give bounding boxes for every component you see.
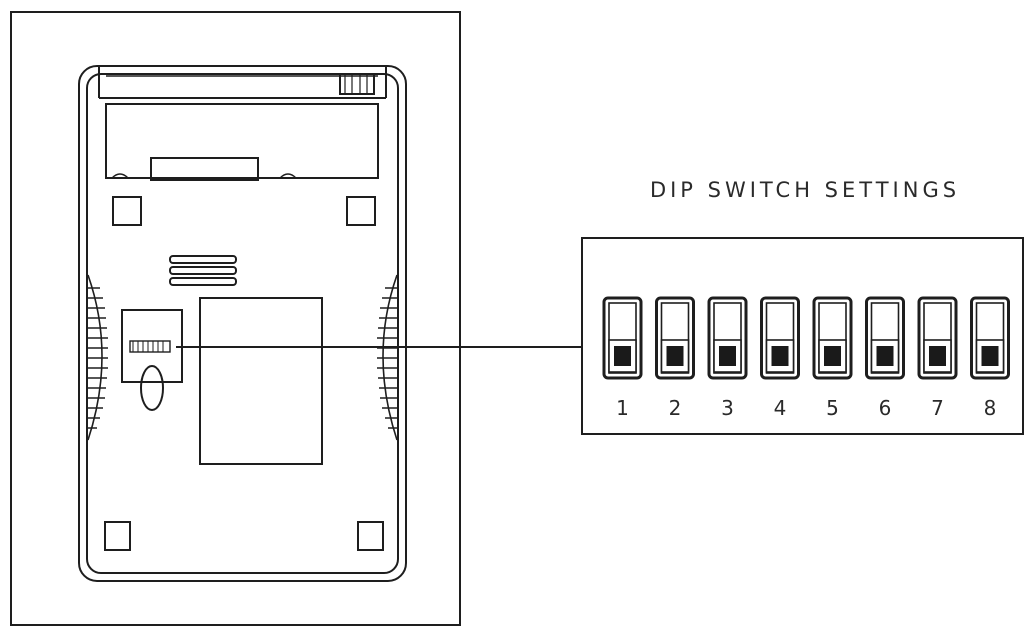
- dip-switch-label-4: 4: [773, 396, 787, 420]
- dip-switch-label-5: 5: [826, 396, 839, 420]
- device-frame: [10, 11, 461, 626]
- dip-switch-knob: [719, 346, 736, 366]
- device-outline: [78, 65, 407, 582]
- connector-slot: [150, 157, 259, 181]
- label-area: [199, 297, 323, 465]
- foot-top-right: [346, 196, 376, 226]
- foot-top-left: [112, 196, 142, 226]
- dip-switch-knob: [929, 346, 946, 366]
- dip-switch-label-6: 6: [878, 396, 892, 420]
- left-grip: [87, 274, 108, 441]
- device-body: [78, 65, 407, 582]
- dip-switch-bank: [602, 296, 1010, 380]
- dip-switch-7: [917, 296, 958, 380]
- dip-switch-8: [970, 296, 1010, 380]
- vent-slots: [169, 255, 237, 286]
- dip-switch-label-1: 1: [616, 396, 629, 420]
- dip-switch-6: [865, 296, 905, 380]
- latch: [339, 73, 375, 95]
- diagram-title: DIP SWITCH SETTINGS: [649, 178, 961, 202]
- dip-switch-2: [655, 296, 695, 380]
- foot-bottom-right: [357, 521, 384, 551]
- right-grip: [377, 274, 398, 441]
- dip-switch-knob: [876, 346, 894, 366]
- dip-switch-cover: [121, 309, 183, 383]
- dip-switch-knob: [666, 346, 684, 366]
- foot-bottom-left: [104, 521, 131, 551]
- dip-switch-1: [602, 296, 643, 380]
- dip-switch-knob: [981, 346, 999, 366]
- paper-compartment: [105, 103, 379, 179]
- dip-switch-label-2: 2: [668, 396, 682, 420]
- cover-tab: [140, 365, 164, 411]
- dip-switch-knob: [824, 346, 841, 366]
- dip-switch-callout: [581, 237, 1024, 435]
- dip-switch-knob: [614, 346, 631, 366]
- dip-switch-label-7: 7: [931, 396, 944, 420]
- device-inner-outline: [86, 73, 399, 574]
- dip-switch-4: [760, 296, 800, 380]
- dip-switch-knob: [771, 346, 789, 366]
- dip-switch-label-8: 8: [983, 396, 997, 420]
- dip-switch-3: [707, 296, 748, 380]
- dip-switch-5: [812, 296, 853, 380]
- dip-switch-label-3: 3: [721, 396, 734, 420]
